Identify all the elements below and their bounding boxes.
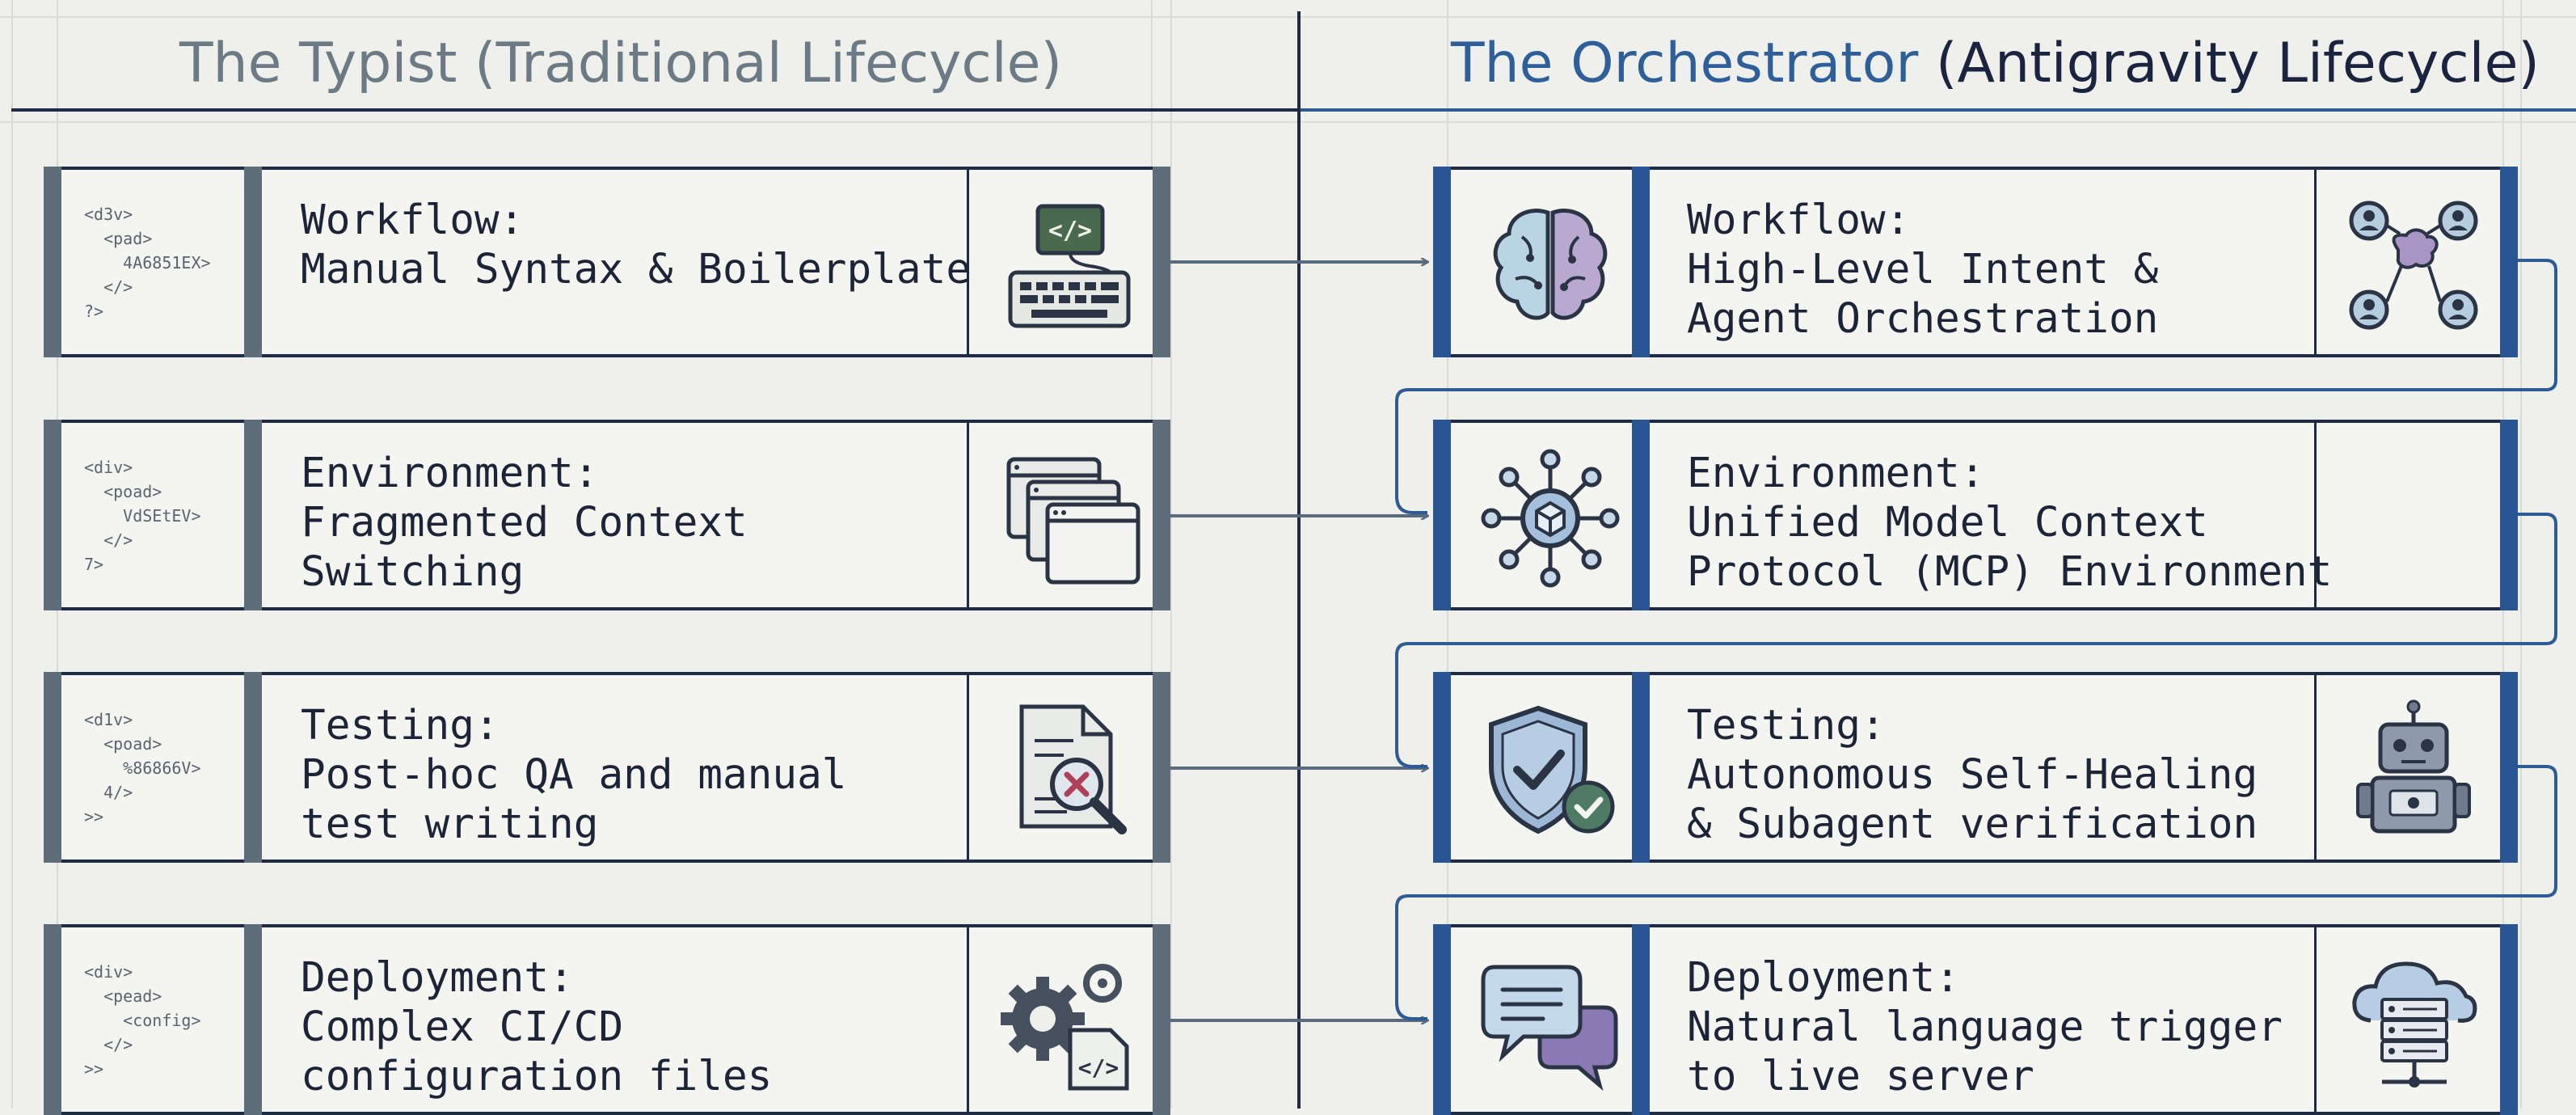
code-snippet: <d1v> <poad> %86866V> 4/> >> xyxy=(84,710,201,826)
card-line: Agent Orchestration xyxy=(1687,295,2159,343)
card-line: Natural language trigger xyxy=(1687,1003,2283,1051)
chat-bubbles-icon xyxy=(1481,965,1618,1092)
card-label: Environment: xyxy=(301,450,599,497)
flow-environment-to-testing xyxy=(1395,513,2557,768)
card-text: Deployment: Complex CI/CD configuration … xyxy=(301,953,941,1101)
flow-workflow-to-environment xyxy=(1395,259,2557,514)
card-line: test writing xyxy=(301,800,599,848)
stacked-windows-icon xyxy=(1006,457,1140,585)
card-label: Workflow: xyxy=(301,196,525,244)
typist-card-workflow: <d3v> <pad> 4A6851EX> </> ?> Workflow: M… xyxy=(44,167,1170,357)
left-header-rule xyxy=(11,108,1299,112)
right-title-rest: (Antigravity Lifecycle) xyxy=(1918,32,2540,95)
gears-code-icon: </> xyxy=(1001,964,1129,1091)
card-line: to live server xyxy=(1687,1053,2034,1100)
column-divider xyxy=(1297,11,1301,1109)
shield-check-icon xyxy=(1489,705,1615,834)
cloud-server-icon xyxy=(2352,961,2477,1088)
card-text: Workflow: High-Level Intent & Agent Orch… xyxy=(1687,196,2296,344)
card-text: Environment: Fragmented Context Switchin… xyxy=(301,449,941,597)
card-label: Testing: xyxy=(1687,702,1886,750)
card-text: Environment: Unified Model Context Proto… xyxy=(1687,449,2333,597)
svg-text:</>: </> xyxy=(1078,1054,1119,1081)
robot-icon xyxy=(2356,699,2471,834)
card-text: Workflow: Manual Syntax & Boilerplate xyxy=(301,196,972,294)
orchestrator-card-testing: Testing: Autonomous Self-Healing & Subag… xyxy=(1433,672,2518,863)
card-line: configuration files xyxy=(301,1053,773,1100)
typist-card-testing: <d1v> <poad> %86866V> 4/> >> Testing: Po… xyxy=(44,672,1170,863)
orchestrator-card-workflow: Workflow: High-Level Intent & Agent Orch… xyxy=(1433,167,2518,357)
card-text: Deployment: Natural language trigger to … xyxy=(1687,953,2296,1101)
flow-testing-to-deployment xyxy=(1395,765,2557,1020)
right-title-highlight: The Orchestrator xyxy=(1451,32,1919,95)
document-magnifier-icon xyxy=(1019,704,1127,834)
card-line: Protocol (MCP) Environment xyxy=(1687,548,2333,596)
typist-card-deployment: <div> <pead> <config> </> >> Deployment:… xyxy=(44,924,1170,1115)
card-label: Testing: xyxy=(301,702,500,750)
card-line: & Subagent verification xyxy=(1687,800,2258,848)
card-line: Fragmented Context xyxy=(301,499,748,547)
svg-text:</>: </> xyxy=(1048,217,1092,245)
code-snippet: <d3v> <pad> 4A6851EX> </> ?> xyxy=(84,205,211,321)
left-column-title: The Typist (Traditional Lifecycle) xyxy=(179,32,1063,95)
card-label: Deployment: xyxy=(1687,954,1960,1002)
card-label: Environment: xyxy=(1687,450,1985,497)
typist-card-environment: <div> <poad> VdSEtEV> </> 7> Environment… xyxy=(44,420,1170,610)
card-line: Unified Model Context xyxy=(1687,499,2208,547)
right-column-title: The Orchestrator (Antigravity Lifecycle) xyxy=(1451,27,2540,100)
card-line: Manual Syntax & Boilerplate xyxy=(301,246,972,294)
code-keyboard-icon: </> xyxy=(1008,204,1131,328)
agents-network-icon xyxy=(2349,201,2478,330)
card-text: Testing: Post-hoc QA and manual test wri… xyxy=(301,701,941,849)
hub-network-icon xyxy=(1481,449,1620,588)
card-line: Post-hoc QA and manual xyxy=(301,751,847,799)
card-label: Workflow: xyxy=(1687,196,1911,244)
orchestrator-card-environment: Environment: Unified Model Context Proto… xyxy=(1433,420,2518,610)
right-header-rule xyxy=(1301,108,2576,112)
code-snippet: <div> <poad> VdSEtEV> </> 7> xyxy=(84,458,201,574)
card-line: Complex CI/CD xyxy=(301,1003,624,1051)
card-line: High-Level Intent & xyxy=(1687,246,2159,294)
card-text: Testing: Autonomous Self-Healing & Subag… xyxy=(1687,701,2296,849)
brain-icon xyxy=(1493,209,1608,320)
code-snippet: <div> <pead> <config> </> >> xyxy=(84,962,201,1079)
card-line: Switching xyxy=(301,548,525,596)
orchestrator-card-deployment: Deployment: Natural language trigger to … xyxy=(1433,924,2518,1115)
card-line: Autonomous Self-Healing xyxy=(1687,751,2258,799)
card-label: Deployment: xyxy=(301,954,574,1002)
